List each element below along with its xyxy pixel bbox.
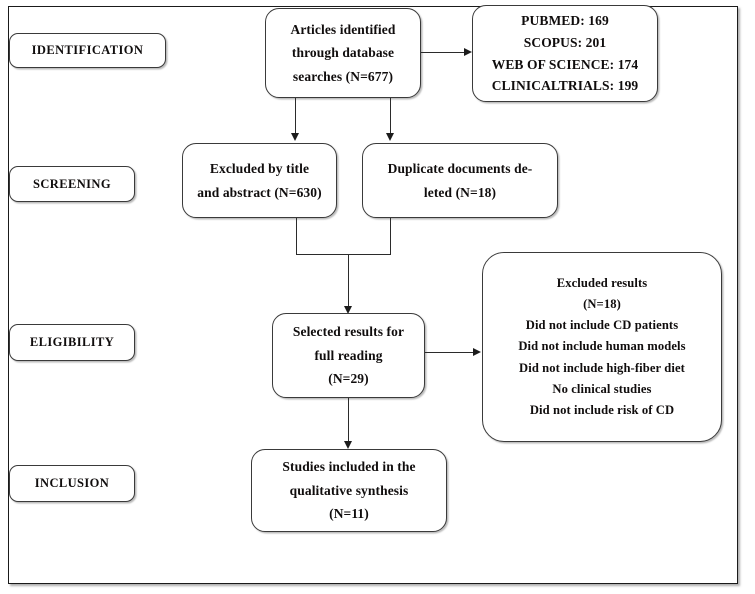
box-line: (N=18) [583, 297, 621, 312]
box-line: PUBMED: 169 [521, 12, 609, 28]
box-articles-identified: Articles identified through database sea… [265, 8, 421, 98]
box-line: WEB OF SCIENCE: 174 [491, 56, 639, 72]
stage-label-text: INCLUSION [34, 476, 110, 490]
stage-label-eligibility: ELIGIBILITY [9, 324, 135, 361]
box-line: SCOPUS: 201 [523, 34, 607, 50]
arrowhead-selected-to-excluded-results [473, 348, 481, 356]
box-line: Selected results for [292, 324, 405, 340]
arrowhead-articles-to-duplicates [386, 133, 394, 141]
stage-label-inclusion: INCLUSION [9, 465, 135, 502]
stage-label-text: ELIGIBILITY [29, 335, 115, 349]
box-line: and abstract (N=630) [197, 184, 322, 200]
box-line: leted (N=18) [423, 184, 497, 200]
arrowhead-articles-to-excluded [291, 133, 299, 141]
box-excluded-title-abstract: Excluded by title and abstract (N=630) [182, 143, 337, 218]
stage-label-identification: IDENTIFICATION [9, 33, 166, 68]
box-studies-included: Studies included in the qualitative synt… [251, 449, 447, 532]
box-line: Did not include human models [518, 339, 686, 354]
box-line: CLINICALTRIALS: 199 [491, 78, 639, 94]
arrowhead-merge-to-selected [344, 306, 352, 314]
arrowhead-articles-to-databases [464, 48, 472, 56]
box-line: Excluded by title [209, 160, 310, 176]
connector-articles-to-excluded [295, 98, 296, 134]
box-line: Did not include CD patients [525, 318, 679, 333]
box-database-counts: PUBMED: 169 SCOPUS: 201 WEB OF SCIENCE: … [472, 5, 658, 102]
box-selected-full-reading: Selected results for full reading (N=29) [272, 313, 425, 398]
connector-duplicates-down [390, 218, 391, 254]
box-line: Duplicate documents de- [387, 160, 533, 176]
arrowhead-selected-to-included [344, 441, 352, 449]
connector-selected-to-included [348, 398, 349, 442]
box-line: Studies included in the [282, 459, 416, 475]
stage-label-text: IDENTIFICATION [31, 43, 144, 57]
box-line: Did not include high-fiber diet [519, 360, 685, 375]
connector-screening-merge-bar [296, 254, 391, 255]
box-line: full reading [314, 347, 383, 363]
connector-excluded-down [296, 218, 297, 254]
stage-label-text: SCREENING [33, 176, 111, 191]
box-line: (N=29) [328, 371, 369, 387]
box-line: Excluded results [556, 275, 648, 290]
box-line: No clinical studies [552, 381, 652, 396]
connector-articles-to-duplicates [390, 98, 391, 134]
box-line: Articles identified [290, 21, 396, 37]
box-line: searches (N=677) [292, 68, 394, 84]
box-excluded-results: Excluded results (N=18) Did not include … [482, 252, 722, 442]
box-line: through database [291, 45, 395, 61]
box-line: Did not include risk of CD [529, 402, 675, 417]
box-line: qualitative synthesis [289, 482, 409, 498]
box-duplicates-deleted: Duplicate documents de- leted (N=18) [362, 143, 558, 218]
connector-articles-to-databases [421, 52, 464, 53]
connector-merge-to-selected [348, 254, 349, 308]
box-line: (N=11) [329, 506, 369, 522]
stage-label-screening: SCREENING [9, 166, 135, 202]
connector-selected-to-excluded-results [425, 352, 474, 353]
